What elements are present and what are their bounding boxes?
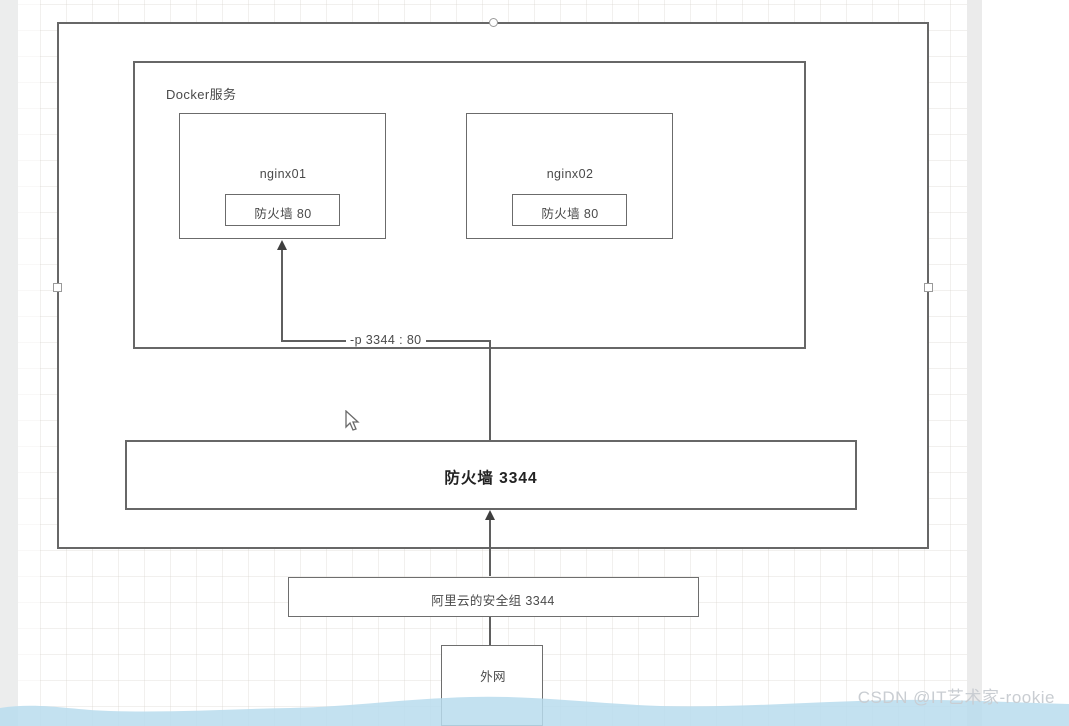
canvas-left-band bbox=[18, 0, 40, 726]
connector-external-to-secgroup bbox=[489, 617, 491, 645]
connector-port-mapping-drop bbox=[489, 340, 491, 440]
connector-port-mapping-arrowhead bbox=[277, 240, 287, 250]
csdn-watermark: CSDN @IT艺术家-rookie bbox=[857, 688, 1055, 707]
connector-secgroup-to-firewall bbox=[489, 520, 491, 576]
host-firewall-label: 防火墙 3344 bbox=[444, 470, 538, 487]
left-gutter bbox=[0, 0, 18, 726]
security-group-box[interactable] bbox=[288, 577, 699, 617]
port-mapping-label: -p 3344 : 80 bbox=[346, 333, 426, 347]
right-gutter-scrollbar[interactable] bbox=[967, 0, 982, 726]
port-box-nginx02[interactable] bbox=[512, 194, 627, 226]
security-group-label: 阿里云的安全组 3344 bbox=[431, 594, 555, 608]
selection-handle-right[interactable] bbox=[924, 283, 933, 292]
connector-secgroup-arrowhead bbox=[485, 510, 495, 520]
selection-handle-top[interactable] bbox=[489, 18, 498, 27]
container-label-nginx01: nginx01 bbox=[259, 167, 307, 181]
external-network-box[interactable] bbox=[441, 645, 543, 726]
host-firewall-box[interactable] bbox=[125, 440, 857, 510]
selection-handle-left[interactable] bbox=[53, 283, 62, 292]
docker-service-label: Docker服务 bbox=[166, 87, 237, 102]
right-page-margin bbox=[982, 0, 1069, 726]
port-label-nginx01: 防火墙 80 bbox=[254, 207, 312, 221]
external-network-label: 外网 bbox=[480, 670, 506, 684]
port-label-nginx02: 防火墙 80 bbox=[541, 207, 599, 221]
connector-port-mapping-riser bbox=[281, 250, 283, 342]
port-box-nginx01[interactable] bbox=[225, 194, 340, 226]
container-label-nginx02: nginx02 bbox=[546, 167, 594, 181]
